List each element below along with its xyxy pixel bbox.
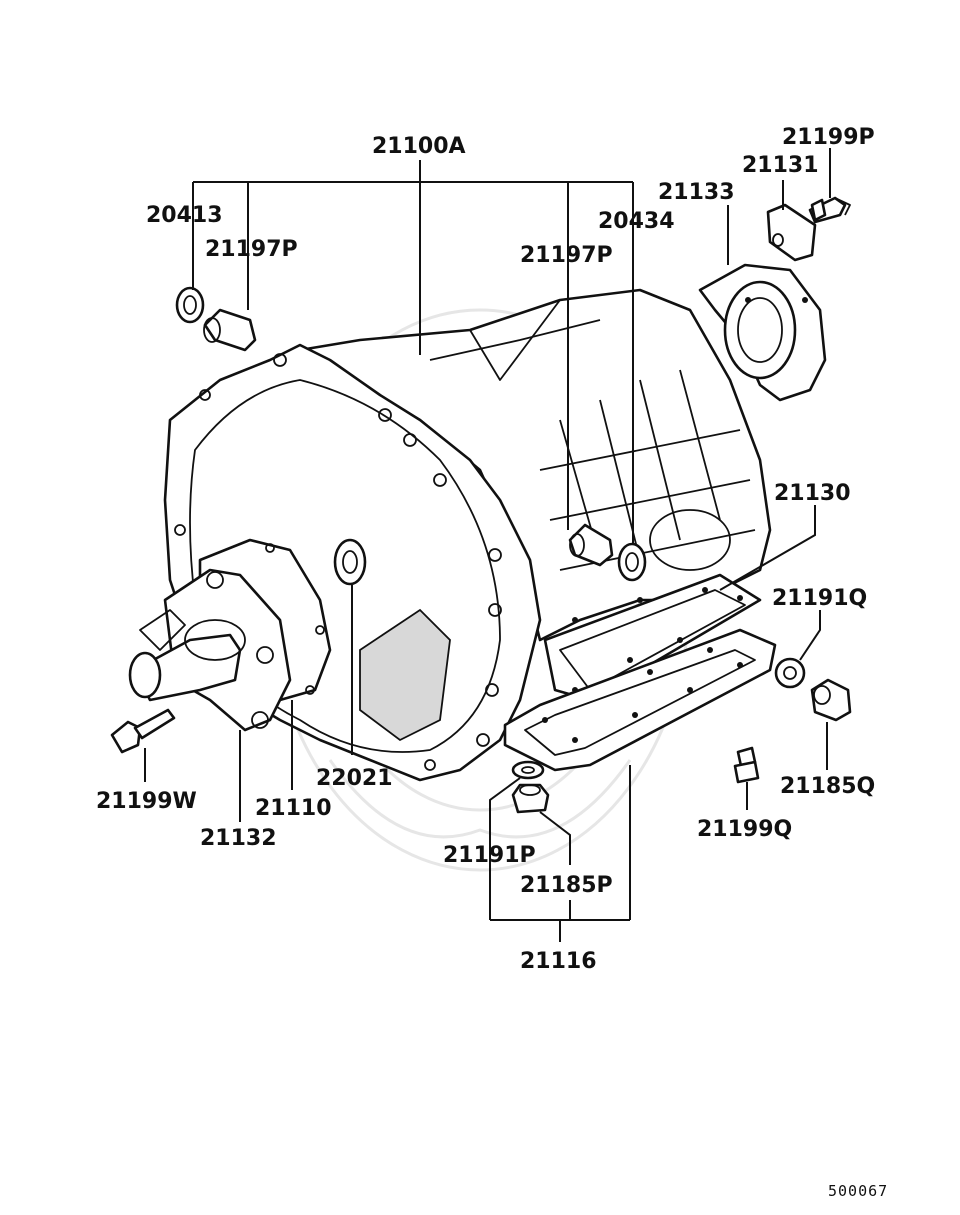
plug-21185Q (810, 678, 852, 722)
plug-21185P (511, 783, 550, 814)
label-21199Q: 21199Q (697, 817, 792, 842)
breather-21199Q (733, 746, 760, 784)
part-labels: 21100A 21199P 21131 21133 20413 21197P 2… (96, 125, 888, 1200)
label-21131: 21131 (742, 153, 819, 178)
washer-21191P (511, 760, 545, 780)
label-21132: 21132 (200, 826, 277, 851)
label-20434: 20434 (598, 209, 675, 234)
front-cover (128, 538, 332, 732)
label-21130: 21130 (774, 481, 851, 506)
label-21100A: 21100A (372, 134, 466, 159)
label-21133: 21133 (658, 180, 735, 205)
bolt-21199P (808, 196, 851, 224)
bushing-21197P-right (568, 523, 614, 567)
bolt-21199W (110, 708, 176, 754)
label-21199W: 21199W (96, 789, 197, 814)
label-21197P-left: 21197P (205, 237, 298, 262)
label-21185Q: 21185Q (780, 774, 875, 799)
oil-pan (503, 628, 777, 772)
washer-21191Q (774, 657, 806, 689)
label-21110: 21110 (255, 796, 332, 821)
label-21199P: 21199P (782, 125, 875, 150)
seal-20434 (617, 542, 647, 582)
bushing-21197P-left (203, 308, 257, 352)
label-21116: 21116 (520, 949, 597, 974)
label-21191Q: 21191Q (772, 586, 867, 611)
seal-22021 (333, 538, 367, 586)
oil-pan-gasket (543, 573, 762, 702)
rear-retainer (698, 263, 827, 402)
label-20413: 20413 (146, 203, 223, 228)
plate-21131 (766, 203, 817, 262)
leader-lines (144, 148, 831, 942)
label-21191P: 21191P (443, 843, 536, 868)
label-21185P: 21185P (520, 873, 613, 898)
diagram-reference-number: 500067 (828, 1182, 888, 1200)
label-21197P-right: 21197P (520, 243, 613, 268)
label-22021: 22021 (316, 766, 393, 791)
seal-20413 (175, 286, 205, 324)
